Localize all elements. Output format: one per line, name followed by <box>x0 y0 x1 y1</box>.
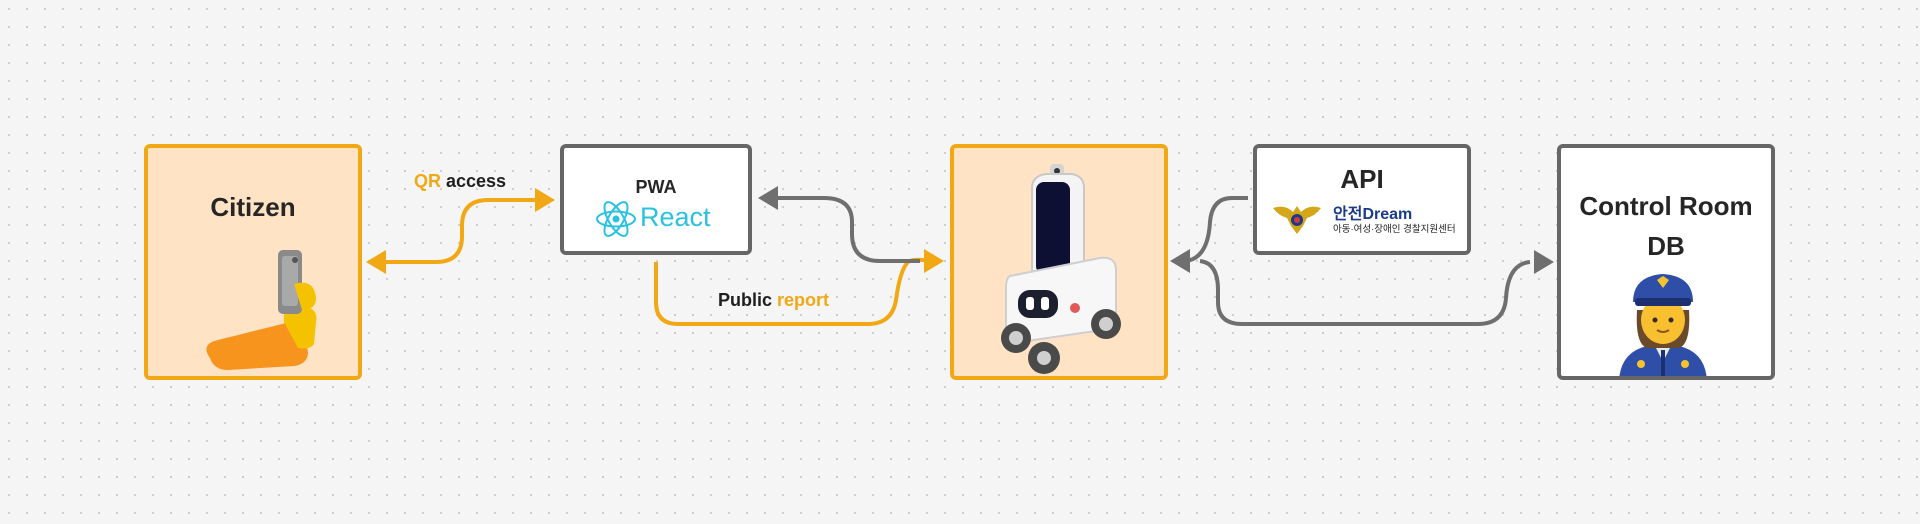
qr-access-arrow <box>378 198 545 264</box>
control-room-node[interactable]: Control Room DB <box>1557 144 1775 380</box>
robot-to-control-arrow <box>1199 259 1531 326</box>
patrol-robot-icon <box>1001 164 1121 374</box>
selfie-hand-icon <box>206 250 317 370</box>
api-to-robot-arrowhead <box>1170 249 1190 273</box>
public-report-arrowhead <box>924 249 944 273</box>
pwa-node[interactable]: PWA React <box>560 144 752 255</box>
api-title: API <box>1340 164 1384 194</box>
qr-access-arrowhead-right <box>535 188 555 212</box>
robot-node[interactable] <box>950 144 1168 380</box>
react-logo-icon <box>596 201 636 237</box>
qr-access-arrowhead-left <box>366 250 386 274</box>
control-room-title-line1: Control Room <box>1579 191 1753 221</box>
police-officer-icon <box>1619 274 1707 376</box>
brand-english: Dream <box>1362 206 1413 223</box>
citizen-node[interactable]: Citizen <box>144 144 362 380</box>
brand-subtitle: 아동·여성·장애인 경찰지원센터 <box>1333 224 1456 235</box>
public-report-label: Public report <box>718 290 830 310</box>
citizen-title: Citizen <box>210 192 296 222</box>
api-node[interactable]: API 안전Dream 아동·여성·장애인 경찰지원센터 <box>1253 144 1471 255</box>
police-emblem-icon <box>1273 206 1321 234</box>
react-label: React <box>640 202 711 232</box>
brand-logo: 안전Dream <box>1333 200 1412 224</box>
control-room-title-line2: DB <box>1647 231 1685 261</box>
robot-to-pwa-arrow <box>770 196 920 263</box>
pwa-title: PWA <box>635 177 677 197</box>
robot-to-control-arrowhead <box>1534 250 1554 274</box>
robot-to-pwa-arrowhead <box>758 186 778 210</box>
brand-korean: 안전 <box>1333 206 1363 223</box>
api-to-robot-arrow <box>1178 196 1248 263</box>
qr-access-label: QR access <box>414 171 507 191</box>
